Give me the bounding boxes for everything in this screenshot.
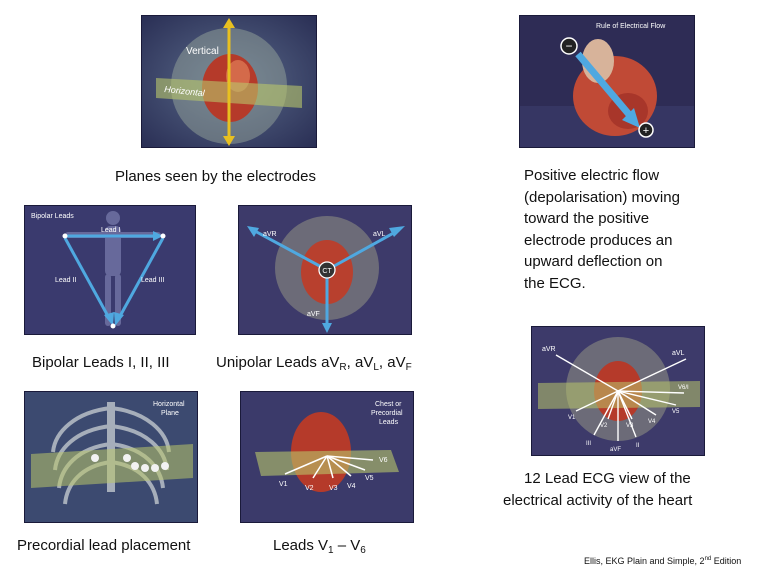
title-line-2: Precordial: [371, 410, 403, 417]
label-v3: V3: [329, 485, 338, 492]
label-v6-i: V6/I: [678, 385, 689, 391]
label-ii: II: [636, 443, 640, 449]
description-line: toward the positive: [524, 210, 650, 227]
unipolar-caption: Unipolar Leads aVR, aVL, aVF: [216, 354, 412, 373]
electrode-dots: [91, 454, 169, 472]
bipolar-title: Bipolar Leads: [31, 213, 74, 220]
description-line: the ECG.: [524, 274, 586, 292]
label-avl: aVL: [373, 231, 386, 238]
electrical-flow-image: − + Rule of Electrical Flow: [519, 15, 695, 148]
label-vertical: Vertical: [186, 46, 219, 57]
electrical-flow-title: Rule of Electrical Flow: [596, 23, 666, 30]
title-line-2: Plane: [161, 410, 179, 417]
central-terminal-icon: [318, 261, 336, 279]
description-line: upward deflection on: [524, 253, 663, 270]
source-credit: Ellis, EKG Plain and Simple, 2nd Edition: [584, 556, 742, 566]
label-v1: V1: [568, 415, 576, 421]
precordial-caption: Precordial lead placement: [17, 537, 191, 554]
arrow-down-icon: [223, 136, 235, 146]
twelve-lead-image: aVR aVL V6/I V5 V4 V3 V2 V1 III aVF II: [531, 326, 705, 456]
precordial-placement-image: Horizontal Plane: [24, 391, 198, 523]
positive-electrode-icon: [638, 122, 654, 138]
label-v6: V6: [379, 457, 388, 464]
lead-vectors: [555, 354, 687, 441]
title-line-3: Leads: [379, 419, 399, 426]
label-lead-3: Lead III: [141, 277, 164, 284]
label-v1: V1: [279, 481, 288, 488]
title-line-1: Horizontal: [153, 401, 185, 408]
chest-leads-image: V1 V2 V3 V4 V5 V6 Chest or Precordial Le…: [240, 391, 414, 523]
label-v2: V2: [305, 485, 314, 492]
label-v2: V2: [600, 423, 608, 429]
flow-arrow-icon: [622, 108, 640, 128]
negative-electrode-icon: [560, 37, 578, 55]
arrow-up-icon: [223, 18, 235, 28]
label-v4: V4: [648, 419, 656, 425]
title-line-1: Chest or: [375, 401, 402, 408]
label-center: CT: [322, 268, 332, 275]
chest-leads-caption: Leads V1 – V6: [273, 537, 366, 556]
description-line: Positive electric flow: [524, 167, 660, 184]
planes-caption: Planes seen by the electrodes: [115, 168, 316, 185]
label-lead-2: Lead II: [55, 277, 76, 284]
planes-image: Vertical Horizontal: [141, 15, 317, 148]
twelve-lead-caption-line-2: electrical activity of the heart: [503, 492, 693, 509]
label-avf: aVF: [307, 311, 320, 318]
label-horizontal: Horizontal: [164, 84, 206, 98]
label-avr: aVR: [542, 346, 556, 353]
bipolar-caption: Bipolar Leads I, II, III: [32, 354, 170, 371]
label-v3: V3: [626, 423, 634, 429]
unipolar-leads-image: CT aVR aVL aVF: [238, 205, 412, 335]
negative-symbol: −: [565, 39, 572, 53]
label-v5: V5: [365, 475, 374, 482]
description-line: electrode produces an: [524, 231, 673, 249]
label-v4: V4: [347, 483, 356, 490]
electrical-flow-description: Positive electric flow (depolarisation) …: [524, 165, 680, 294]
label-v5: V5: [672, 409, 680, 415]
label-avf: aVF: [610, 447, 621, 453]
description-line: (depolarisation) moving: [524, 188, 680, 206]
label-lead-1: Lead I: [101, 227, 121, 234]
label-avr: aVR: [263, 231, 277, 238]
label-iii: III: [586, 441, 591, 447]
bipolar-leads-image: Bipolar Leads Lead I Lead II Lead III: [24, 205, 196, 335]
chest-lead-arrows: [284, 455, 374, 479]
twelve-lead-caption-line-1: 12 Lead ECG view of the: [524, 470, 691, 487]
positive-symbol: +: [643, 125, 649, 137]
label-avl: aVL: [672, 350, 685, 357]
